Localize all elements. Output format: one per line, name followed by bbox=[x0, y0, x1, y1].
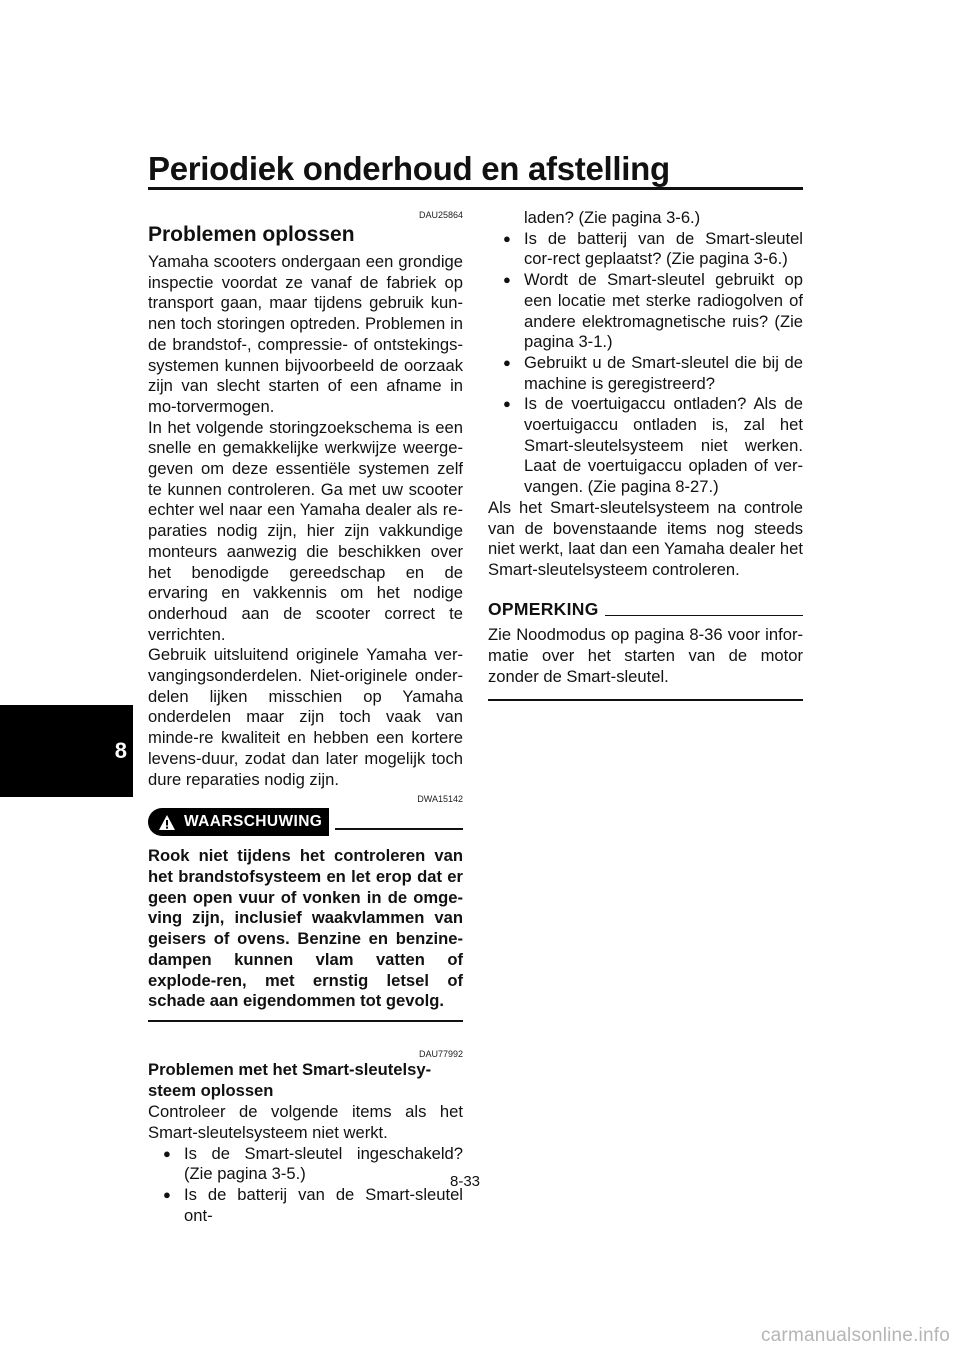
warning-header: WAARSCHUWING bbox=[148, 808, 463, 837]
note-end-rule bbox=[488, 699, 803, 701]
right-column: laden? (Zie pagina 3-6.) Is de batterij … bbox=[488, 208, 803, 701]
list-item: Gebruikt u de Smart-sleutel die bij de m… bbox=[488, 353, 803, 394]
paragraph: Gebruik uitsluitend originele Yamaha ver… bbox=[148, 645, 463, 789]
note-label: OPMERKING bbox=[488, 598, 599, 619]
subsection-title: Problemen met het Smart-sleutelsy-steem … bbox=[148, 1059, 432, 1100]
watermark: carmanualsonline.info bbox=[760, 1325, 950, 1346]
list-item-continuation: laden? (Zie pagina 3-6.) bbox=[524, 208, 701, 227]
section-code: DAU25864 bbox=[418, 210, 463, 220]
section-title: Problemen oplossen bbox=[148, 223, 355, 246]
section-code: DAU77992 bbox=[418, 1048, 463, 1059]
warning-triangle-icon bbox=[159, 814, 175, 830]
paragraph: Yamaha scooters ondergaan een grondige i… bbox=[148, 252, 463, 416]
list-item: Wordt de Smart-sleutel gebruikt op een l… bbox=[488, 270, 803, 353]
list-item: Is de batterij van de Smart-sleutel cor-… bbox=[488, 229, 803, 270]
check-list: Is de Smart-sleutel ingeschakeld? (Zie p… bbox=[148, 1144, 463, 1227]
chapter-tab: 8 bbox=[0, 705, 133, 797]
warning-text: Rook niet tijdens het controleren van he… bbox=[148, 846, 463, 1011]
check-list: Is de batterij van de Smart-sleutel cor-… bbox=[488, 229, 803, 498]
warning-end-rule bbox=[148, 1019, 463, 1022]
note-header: OPMERKING bbox=[488, 599, 803, 620]
page-number: 8-33 bbox=[450, 1173, 481, 1190]
header-rule bbox=[148, 187, 803, 190]
page-header-title: Periodiek onderhoud en afstelling bbox=[148, 150, 670, 187]
paragraph: Als het Smart-sleutelsysteem na controle… bbox=[488, 497, 803, 579]
note-text: Zie Noodmodus op pagina 8-36 voor infor-… bbox=[488, 625, 803, 686]
warning-label: WAARSCHUWING bbox=[184, 812, 323, 830]
note-rule bbox=[604, 614, 803, 617]
list-item: Is de voertuigaccu ontladen? Als de voer… bbox=[488, 394, 803, 498]
paragraph: Controleer de volgende items als het Sma… bbox=[148, 1102, 463, 1143]
left-column: DAU25864 Problemen oplossen Yamaha scoot… bbox=[148, 210, 463, 1227]
list-item: Is de Smart-sleutel ingeschakeld? (Zie p… bbox=[148, 1144, 463, 1185]
list-item: Is de batterij van de Smart-sleutel ont- bbox=[148, 1185, 463, 1226]
paragraph: In het volgende storingzoekschema is een… bbox=[148, 417, 463, 644]
warning-code: DWA15142 bbox=[417, 794, 463, 805]
warning-rule bbox=[335, 828, 463, 831]
warning-badge: WAARSCHUWING bbox=[148, 808, 330, 837]
